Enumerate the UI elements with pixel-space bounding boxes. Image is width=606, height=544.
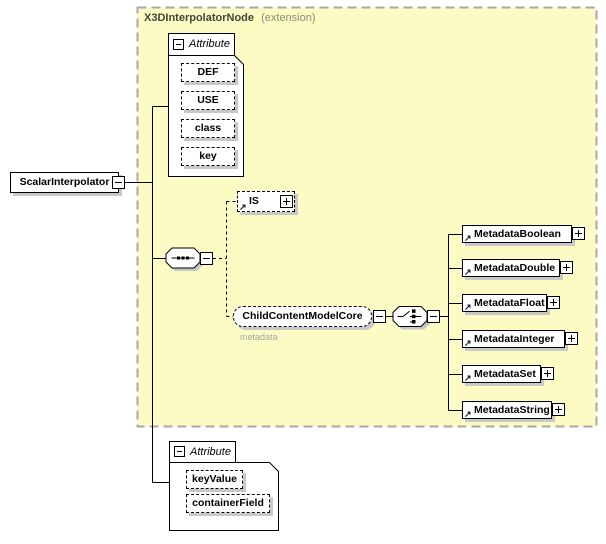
attribute-group-bottom-tab: Attribute <box>169 441 235 462</box>
metadatainteger-expand-button[interactable] <box>565 332 578 345</box>
attribute-label: DEF <box>197 66 219 79</box>
is-expand-button[interactable] <box>280 195 293 208</box>
extension-title: X3DInterpolatorNode <box>144 12 255 24</box>
extension-suffix: (extension) <box>261 12 316 24</box>
reference-arrow-icon: ↗ <box>464 267 472 277</box>
reference-arrow-icon: ↗ <box>464 409 472 419</box>
element-label: MetadataSet <box>474 367 536 380</box>
attribute-label: USE <box>197 94 219 107</box>
sequence-collapse-button[interactable] <box>200 252 213 265</box>
attribute-keyvalue[interactable]: keyValue <box>186 470 243 489</box>
element-label: MetadataBoolean <box>474 227 561 240</box>
metadata-annotation: metadata <box>240 332 278 342</box>
element-label: MetadataInteger <box>474 332 555 345</box>
connector-lines <box>125 106 462 483</box>
element-metadataset[interactable]: ↗ MetadataSet <box>462 365 541 383</box>
group-label: ChildContentModelCore <box>242 310 363 323</box>
attribute-label: class <box>194 122 222 135</box>
attribute-group-top-label: Attribute <box>189 38 230 50</box>
element-metadataboolean[interactable]: ↗ MetadataBoolean <box>462 225 572 243</box>
attribute-group-bottom-collapse-button[interactable] <box>174 446 185 457</box>
element-scalarinterpolator[interactable]: ScalarInterpolator <box>10 172 119 193</box>
attribute-label: key <box>199 150 217 163</box>
attribute-def[interactable]: DEF <box>181 63 235 82</box>
childcontentmodelcore-collapse-button[interactable] <box>373 310 386 323</box>
element-metadatainteger[interactable]: ↗ MetadataInteger <box>462 330 565 348</box>
reference-arrow-icon: ↗ <box>464 302 472 312</box>
extension-container-header: X3DInterpolatorNode (extension) <box>144 12 316 24</box>
attribute-class[interactable]: class <box>181 119 235 138</box>
metadatastring-expand-button[interactable] <box>552 403 565 416</box>
attribute-group-top-tab: Attribute <box>168 33 234 55</box>
sequence-compositor-icon[interactable] <box>165 247 203 271</box>
metadatafloat-expand-button[interactable] <box>547 296 560 309</box>
element-label: ScalarInterpolator <box>19 176 110 189</box>
attribute-label: containerField <box>192 497 264 510</box>
element-label: MetadataFloat <box>474 296 545 309</box>
element-label: MetadataString <box>474 403 550 416</box>
reference-arrow-icon: ↗ <box>464 338 472 348</box>
element-label: IS <box>249 195 259 208</box>
metadataboolean-expand-button[interactable] <box>572 227 585 240</box>
reference-arrow-icon: ↗ <box>464 233 472 243</box>
metadataset-expand-button[interactable] <box>541 367 554 380</box>
attribute-containerfield[interactable]: containerField <box>186 494 270 513</box>
reference-arrow-icon: ↗ <box>239 202 247 212</box>
attribute-group-top-collapse-button[interactable] <box>173 38 184 50</box>
attribute-label: keyValue <box>192 473 237 486</box>
element-metadatafloat[interactable]: ↗ MetadataFloat <box>462 294 547 312</box>
choice-compositor-icon[interactable] <box>392 306 430 330</box>
scalarinterpolator-collapse-button[interactable] <box>112 176 125 189</box>
optional-connector-lines <box>213 201 237 317</box>
element-label: MetadataDouble <box>474 261 556 274</box>
element-metadatastring[interactable]: ↗ MetadataString <box>462 401 552 419</box>
metadatadouble-expand-button[interactable] <box>560 261 573 274</box>
attribute-key[interactable]: key <box>181 147 235 166</box>
attribute-group-bottom-label: Attribute <box>190 445 231 458</box>
choice-collapse-button[interactable] <box>427 310 440 323</box>
reference-arrow-icon: ↗ <box>464 373 472 383</box>
attribute-use[interactable]: USE <box>181 91 235 110</box>
group-childcontentmodelcore[interactable]: ChildContentModelCore <box>233 306 372 327</box>
element-metadatadouble[interactable]: ↗ MetadataDouble <box>462 259 560 277</box>
